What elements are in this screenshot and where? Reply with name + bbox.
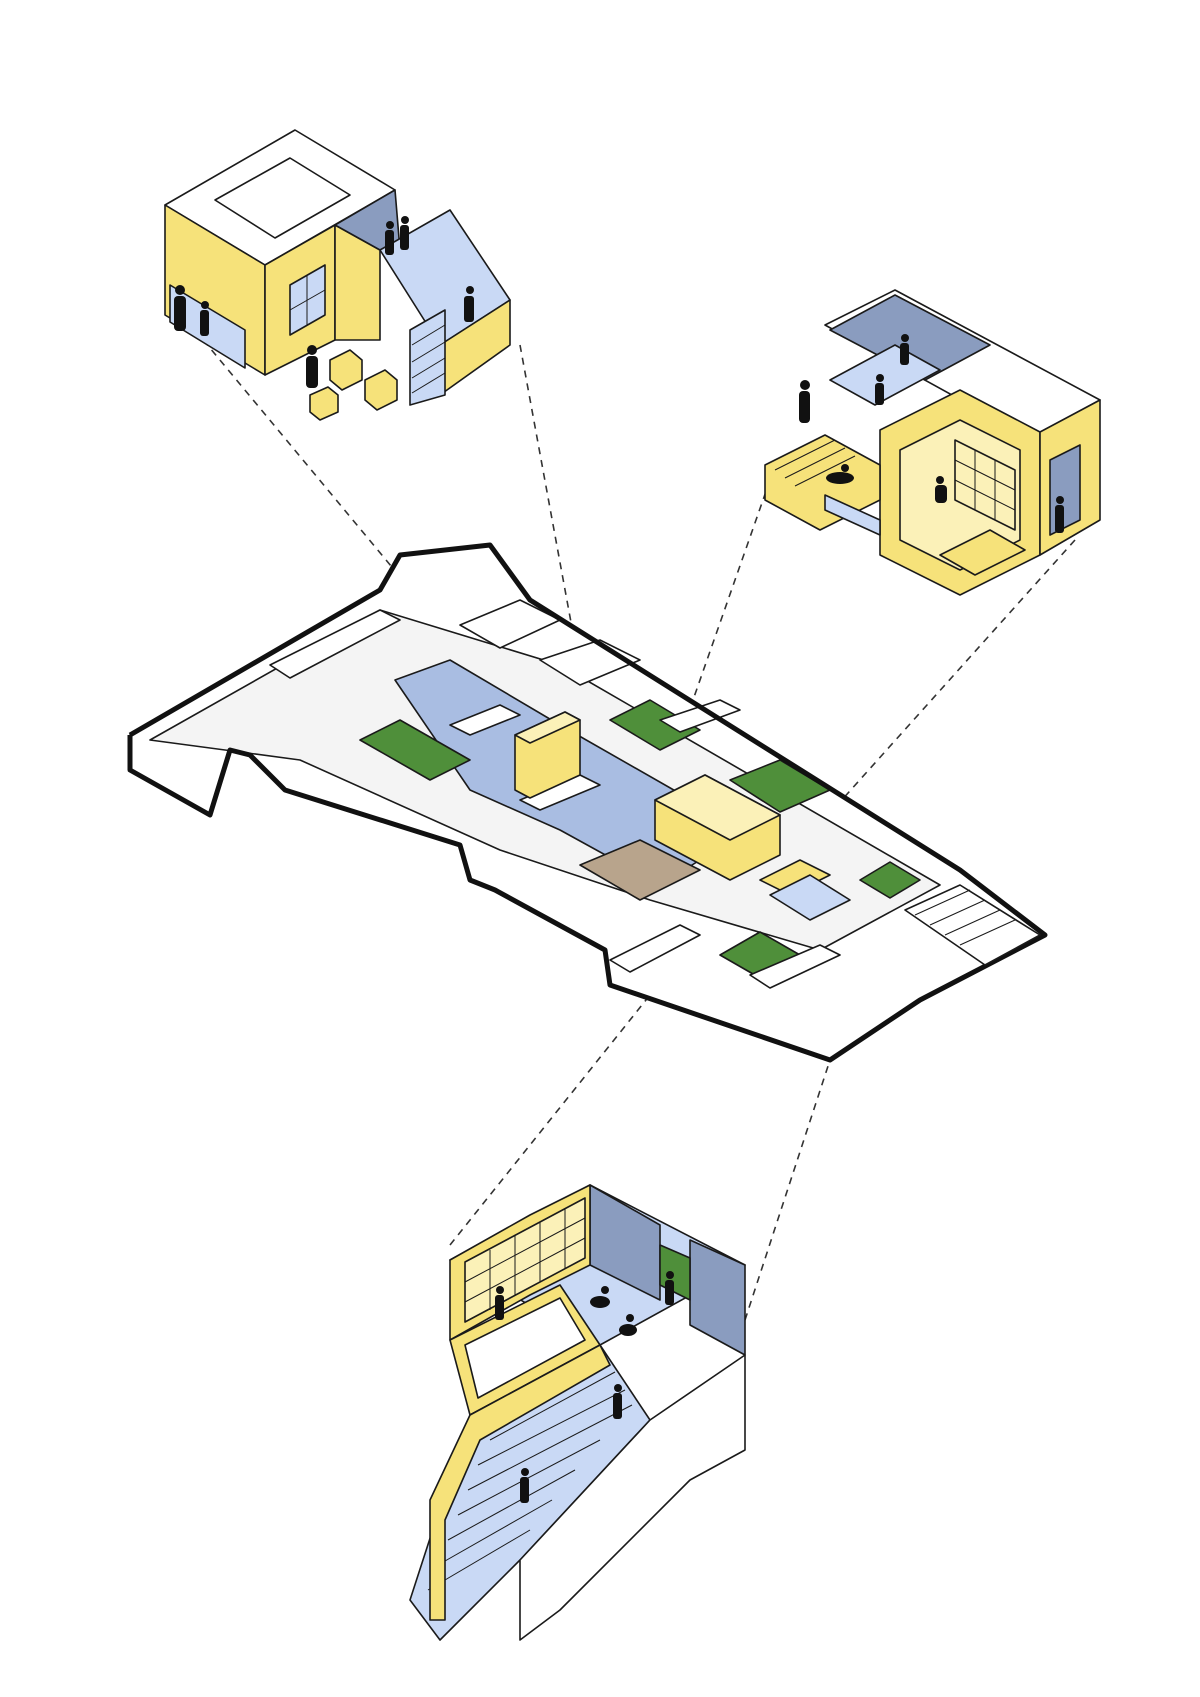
- green-room: [359, 719, 471, 781]
- detail-top-left: [164, 129, 511, 421]
- nook-front-steps: [939, 529, 1026, 576]
- wall-block: [749, 944, 841, 989]
- nook-lower-window: [824, 494, 881, 536]
- entry-stair: [904, 884, 1041, 966]
- mini-house-top: [514, 711, 581, 744]
- wall-block: [449, 704, 521, 736]
- wood-floor: [579, 839, 701, 901]
- main-floor-plan: [127, 542, 1048, 1063]
- slide-steps: [411, 324, 446, 394]
- leader-line: [744, 1059, 831, 1321]
- mini-nook-top: [654, 774, 781, 841]
- plan-outline: [127, 542, 1048, 1063]
- shelf-grid-lines: [464, 1208, 586, 1310]
- plan-play-structure: [514, 711, 851, 921]
- stair-rail: [429, 1344, 611, 1621]
- nook-shelf-grid: [954, 450, 1016, 520]
- stair-support: [519, 1354, 746, 1641]
- wall-block: [609, 924, 701, 973]
- wall-block: [269, 609, 401, 679]
- interior-walls: [269, 599, 841, 989]
- nook-side-window: [1049, 444, 1081, 536]
- child-figures: [799, 334, 1064, 533]
- green-room: [859, 861, 921, 899]
- nook-step-lines: [774, 439, 856, 487]
- toy-cube: [309, 386, 339, 421]
- nook-upper-floor: [829, 344, 941, 406]
- detail-top-right: [764, 289, 1101, 596]
- child-figures: [174, 216, 474, 388]
- railing-mesh: [464, 1297, 586, 1399]
- detail-bottom: [409, 1184, 746, 1641]
- toy-cube: [364, 369, 398, 411]
- roof-opening: [214, 157, 351, 239]
- mini-playroom: [769, 874, 851, 921]
- window-grid-lines: [289, 275, 326, 325]
- toy-cube: [329, 349, 363, 391]
- playroom-right-wall: [689, 1239, 746, 1356]
- child-figures: [495, 1271, 674, 1503]
- entry-stair-steps: [914, 889, 1016, 946]
- slide-stair: [409, 309, 446, 406]
- stair-steps: [427, 1371, 633, 1591]
- green-room: [609, 699, 701, 751]
